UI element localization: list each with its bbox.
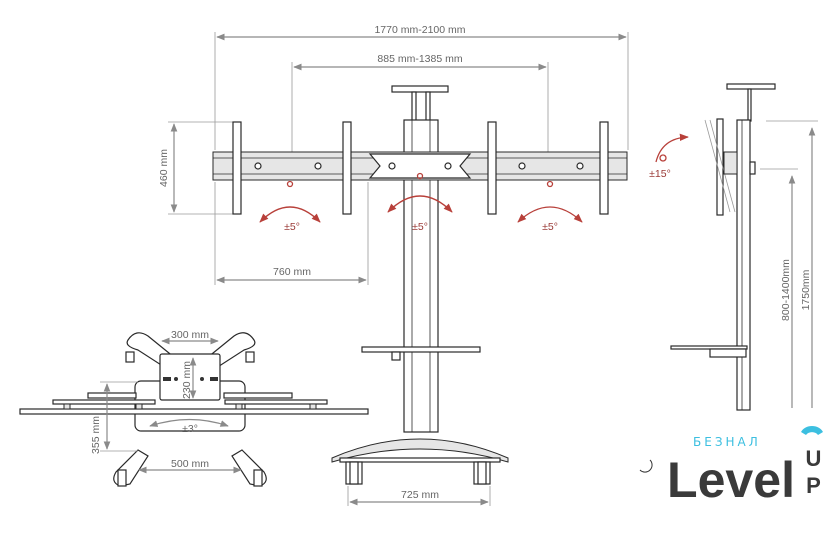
- center-spacing-label: 885 mm-1385 mm: [377, 53, 462, 65]
- side-view: ±15° 800-1400mm 1750mm: [639, 83, 818, 473]
- shelf: [361, 346, 481, 361]
- logo-arc-icon: [801, 425, 823, 435]
- wheel-span-dimension: 500 mm: [138, 458, 242, 474]
- plate-height-dimension: 230 mm: [181, 357, 197, 399]
- bracket-height-label: 460 mm: [158, 149, 170, 187]
- plate-width-dimension: 300 mm: [161, 329, 219, 345]
- side-tilt: ±15°: [649, 133, 689, 180]
- tilt-left: ±5°: [259, 180, 321, 233]
- bracket-width-dimension: 760 mm: [214, 182, 369, 285]
- tilt-center: ±5°: [387, 172, 453, 233]
- base-width-label: 725 mm: [401, 489, 439, 501]
- mount-height-label: 800-1400mm: [780, 259, 792, 321]
- rotation-label: ±3°: [182, 423, 198, 435]
- base-width-dimension: 725 mm: [347, 486, 491, 506]
- plate-width-label: 300 mm: [171, 329, 209, 341]
- side-tilt-label: ±15°: [649, 168, 671, 180]
- depth-label: 355 mm: [90, 416, 102, 454]
- front-view: 1770 mm-2100 mm 885 mm-1385 mm 460 mm 76…: [158, 24, 629, 506]
- top-view: 300 mm 230 mm 355 mm ±3° 500 mm: [19, 329, 369, 487]
- overall-width-label: 1770 mm-2100 mm: [374, 24, 465, 36]
- base: [331, 438, 509, 485]
- bracket-width-label: 760 mm: [273, 266, 311, 278]
- tilt-center-label: ±5°: [412, 221, 428, 233]
- overall-width-dimension: 1770 mm-2100 mm: [214, 24, 629, 150]
- levelup-logo: БЕЗНАЛ Level: [667, 425, 823, 508]
- tilt-right: ±5°: [517, 180, 583, 233]
- logo-main-text: Level: [667, 452, 795, 508]
- total-height-dimension: 1750mm: [766, 120, 818, 408]
- pole: [391, 85, 449, 433]
- total-height-label: 1750mm: [800, 269, 812, 310]
- logo-top-text: БЕЗНАЛ: [693, 435, 761, 449]
- mounting-rail: [212, 151, 628, 181]
- tilt-left-label: ±5°: [284, 221, 300, 233]
- logo-side-text: UP: [801, 446, 826, 500]
- wheel-span-label: 500 mm: [171, 458, 209, 470]
- vesa-plates: [232, 121, 609, 215]
- tilt-right-label: ±5°: [542, 221, 558, 233]
- bracket-height-dimension: 460 mm: [158, 121, 236, 215]
- depth-dimension: 355 mm: [90, 381, 138, 454]
- rotation-indicator: ±3°: [149, 418, 229, 435]
- plate-height-label: 230 mm: [181, 361, 193, 399]
- mount-height-dimension: 800-1400mm: [760, 168, 798, 408]
